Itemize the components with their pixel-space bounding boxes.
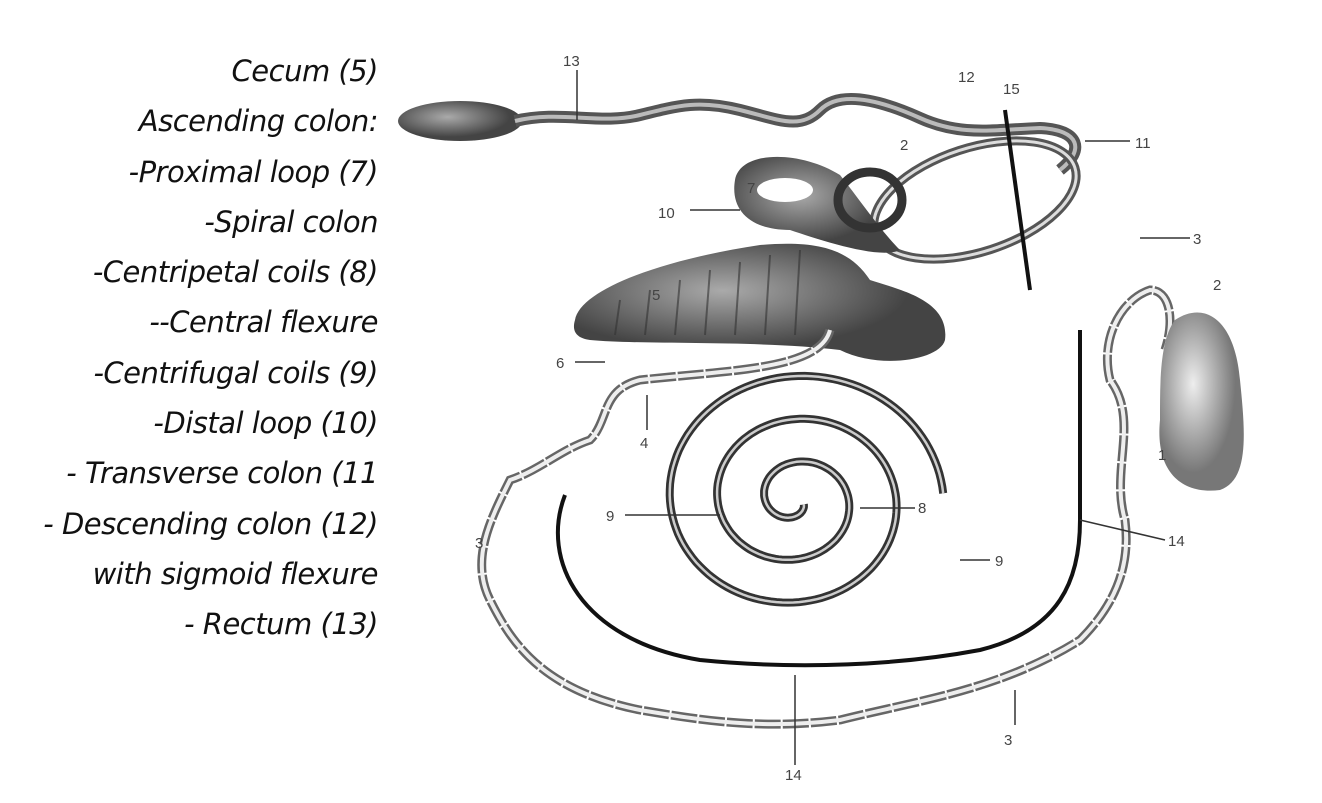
label-7: 7 — [747, 180, 755, 197]
label-4: 4 — [640, 435, 648, 452]
label-8: 8 — [918, 500, 926, 517]
legend-descending-colon: - Descending colon (12) — [43, 506, 378, 541]
cecum — [573, 243, 946, 361]
label-10: 10 — [658, 205, 675, 222]
legend-ascending-colon: Ascending colon: — [138, 104, 379, 139]
label-5: 5 — [652, 287, 660, 304]
legend-sigmoid-flexure: with sigmoid flexure — [92, 556, 379, 591]
label-3-left: 3 — [475, 535, 483, 552]
label-2-top: 2 — [900, 137, 908, 154]
label-2-right: 2 — [1213, 277, 1221, 294]
legend-cecum: Cecum (5) — [231, 54, 379, 88]
legend-central-flexure: --Central flexure — [149, 305, 378, 340]
legend-spiral-colon: -Spiral colon — [204, 204, 378, 239]
label-15: 15 — [1003, 81, 1020, 98]
label-13: 13 — [563, 53, 580, 70]
label-3-right: 3 — [1193, 231, 1201, 248]
mesenteric-artery — [555, 330, 1082, 668]
stomach-duodenum — [1159, 312, 1244, 491]
cranial-mesenteric-vessel — [1003, 109, 1032, 291]
legend-rectum: - Rectum (13) — [184, 607, 378, 642]
legend-centrifugal-coils: -Centrifugal coils (9) — [93, 355, 378, 390]
label-9-right: 9 — [995, 553, 1003, 570]
label-14-right: 14 — [1168, 533, 1185, 550]
transverse-colon-loop — [869, 136, 1081, 264]
legend-distal-loop: -Distal loop (10) — [153, 406, 378, 441]
label-6: 6 — [556, 355, 564, 372]
rectum-ampulla — [398, 101, 522, 141]
label-12: 12 — [958, 69, 975, 86]
label-1: 1 — [1158, 447, 1166, 464]
distal-loop — [833, 167, 907, 233]
legend-proximal-loop: -Proximal loop (7) — [128, 154, 379, 189]
label-14-bottom: 14 — [785, 767, 802, 784]
legend-centripetal-coils: -Centripetal coils (8) — [92, 255, 379, 290]
label-3-bottom: 3 — [1004, 732, 1012, 749]
label-9-left: 9 — [606, 508, 614, 525]
legend: Cecum (5) Ascending colon: -Proximal loo… — [43, 46, 378, 650]
label-11: 11 — [1135, 135, 1151, 152]
legend-transverse-colon: - Transverse colon (11 — [66, 456, 378, 491]
ileum — [477, 285, 1175, 729]
